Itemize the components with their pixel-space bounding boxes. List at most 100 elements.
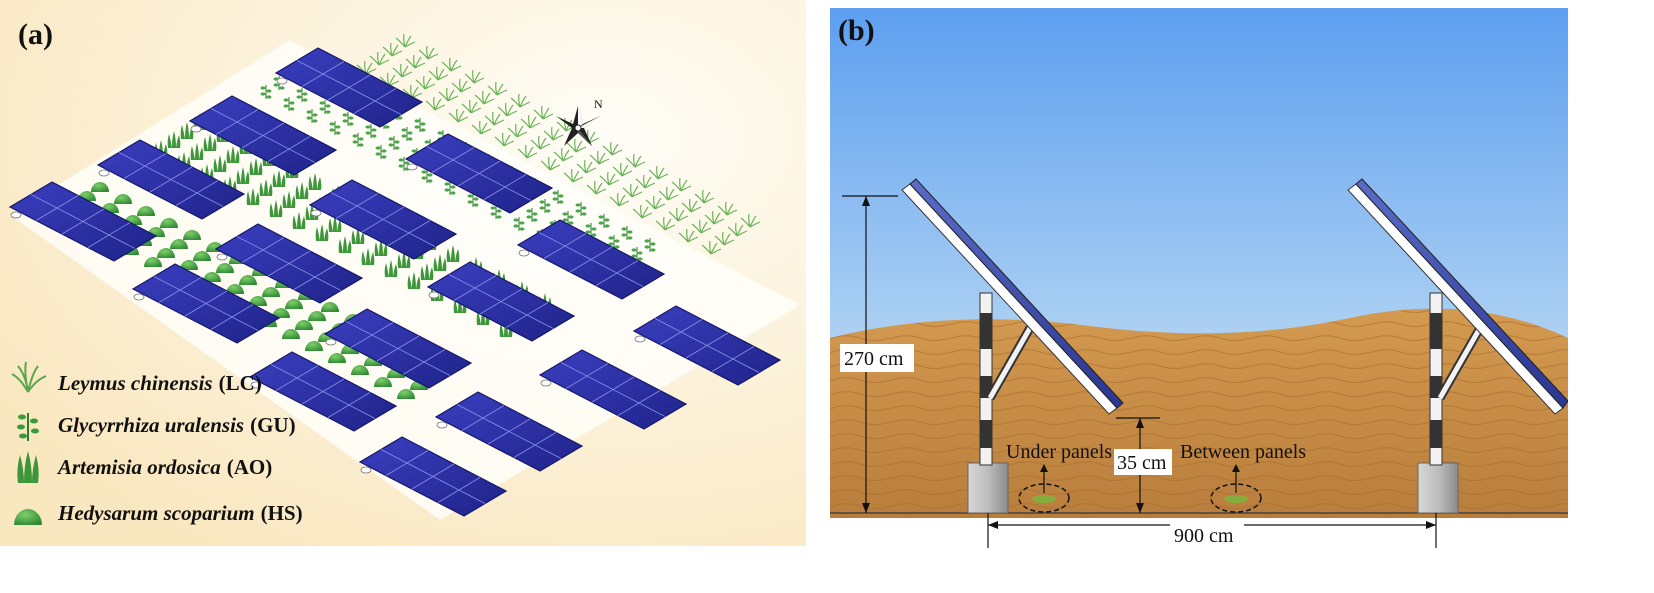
ao-shrub [433, 254, 447, 271]
pv-panel [632, 305, 782, 386]
hs-shrub [180, 260, 198, 270]
pv-panel [516, 219, 666, 300]
ao-shrub [295, 182, 309, 199]
panel-a-layout-diagram: N (a) Leymus chinensis(LC) Glycyrrhiza u… [0, 0, 806, 546]
gu-shrub [283, 97, 295, 111]
leafy-shrub-icon [17, 413, 39, 441]
clearance-dimension: 35 cm [1114, 417, 1172, 513]
gu-shrub [421, 169, 433, 183]
ao-shrub [282, 191, 296, 208]
pv-structure-left [901, 178, 1124, 514]
gu-shrub [319, 100, 331, 114]
pv-panel [96, 139, 246, 220]
lc-grass [494, 132, 515, 147]
ao-shrub [246, 188, 260, 205]
gu-shrub [608, 235, 620, 249]
lc-grass [681, 198, 702, 213]
gu-shrub [306, 109, 318, 123]
pv-panel [358, 436, 508, 517]
lc-grass [382, 42, 403, 57]
panel-b-label: (b) [838, 14, 875, 47]
post-band [1430, 420, 1442, 448]
pv-panel [274, 47, 424, 128]
under-panels-label: Under panels [1006, 441, 1112, 463]
pv-panel [188, 95, 338, 176]
foundation-left [967, 462, 1009, 514]
lc-grass [717, 201, 738, 216]
hs-shrub [249, 296, 267, 306]
gu-shrub [539, 199, 551, 213]
lc-grass [415, 75, 436, 90]
brace-fill [1437, 326, 1483, 400]
cross-section-svg: (b) 270 cm 35 c [830, 8, 1569, 548]
gu-shrub [621, 226, 633, 240]
legend-item-gu: Glycyrrhiza uralensis(GU) [58, 413, 296, 437]
ao-shrub [236, 167, 250, 184]
lc-grass [497, 102, 518, 117]
ao-shrub [203, 134, 217, 151]
gu-shrub [401, 127, 413, 141]
ao-shrub [374, 239, 388, 256]
hs-shrub [285, 299, 303, 309]
tuft-icon [17, 451, 39, 483]
hs-shrub [295, 320, 313, 330]
lc-grass [576, 159, 597, 174]
ao-shrub [308, 173, 322, 190]
hs-shrub [328, 353, 346, 363]
hs-shrub [170, 239, 188, 249]
hs-shrub [91, 182, 109, 192]
hs-shrub [272, 308, 290, 318]
hs-shrub [282, 329, 300, 339]
lc-grass [648, 165, 669, 180]
panel-a-label: (a) [18, 18, 53, 51]
hs-shrub [226, 284, 244, 294]
lc-grass [369, 51, 390, 66]
ao-shrub [384, 260, 398, 277]
lc-grass [566, 138, 587, 153]
lc-grass [438, 87, 459, 102]
lc-grass [586, 180, 607, 195]
lc-grass [487, 81, 508, 96]
pv-panel [404, 133, 554, 214]
gu-shrub [585, 223, 597, 237]
gu-shrub [526, 208, 538, 222]
ao-shrub [476, 308, 490, 325]
hs-shrub [239, 275, 257, 285]
lc-grass [612, 162, 633, 177]
ao-shrub [226, 146, 240, 163]
lc-grass [714, 231, 735, 246]
hs-shrub [397, 389, 415, 399]
post-band [980, 420, 992, 448]
gu-shrub [467, 193, 479, 207]
hs-shrub [144, 257, 162, 267]
pv-panel [248, 351, 398, 432]
gu-shrub [329, 121, 341, 135]
lc-grass [484, 111, 505, 126]
gu-shrub [552, 190, 564, 204]
pv-panel [426, 261, 576, 342]
legend-item-lc: Leymus chinensis(LC) [57, 371, 262, 395]
ao-shrub [407, 272, 421, 289]
ao-shrub [315, 224, 329, 241]
lc-grass [464, 69, 485, 84]
height-label: 270 cm [844, 348, 904, 370]
lc-grass [507, 123, 528, 138]
lc-grass [589, 150, 610, 165]
gu-shrub [490, 205, 502, 219]
hs-shrub [183, 230, 201, 240]
hs-shrub [157, 248, 175, 258]
lc-grass [543, 126, 564, 141]
compass-icon: N [556, 97, 603, 146]
lc-grass [694, 189, 715, 204]
gu-shrub [388, 136, 400, 150]
lc-grass [441, 57, 462, 72]
gu-shrub [414, 118, 426, 132]
hs-shrub [305, 341, 323, 351]
lc-grass [356, 60, 377, 75]
gu-shrub [296, 88, 308, 102]
ao-shrub [446, 245, 460, 262]
lc-grass [425, 96, 446, 111]
pv-panel [214, 223, 364, 304]
sampling-circle [1018, 483, 1070, 513]
gu-shrub [598, 214, 610, 228]
